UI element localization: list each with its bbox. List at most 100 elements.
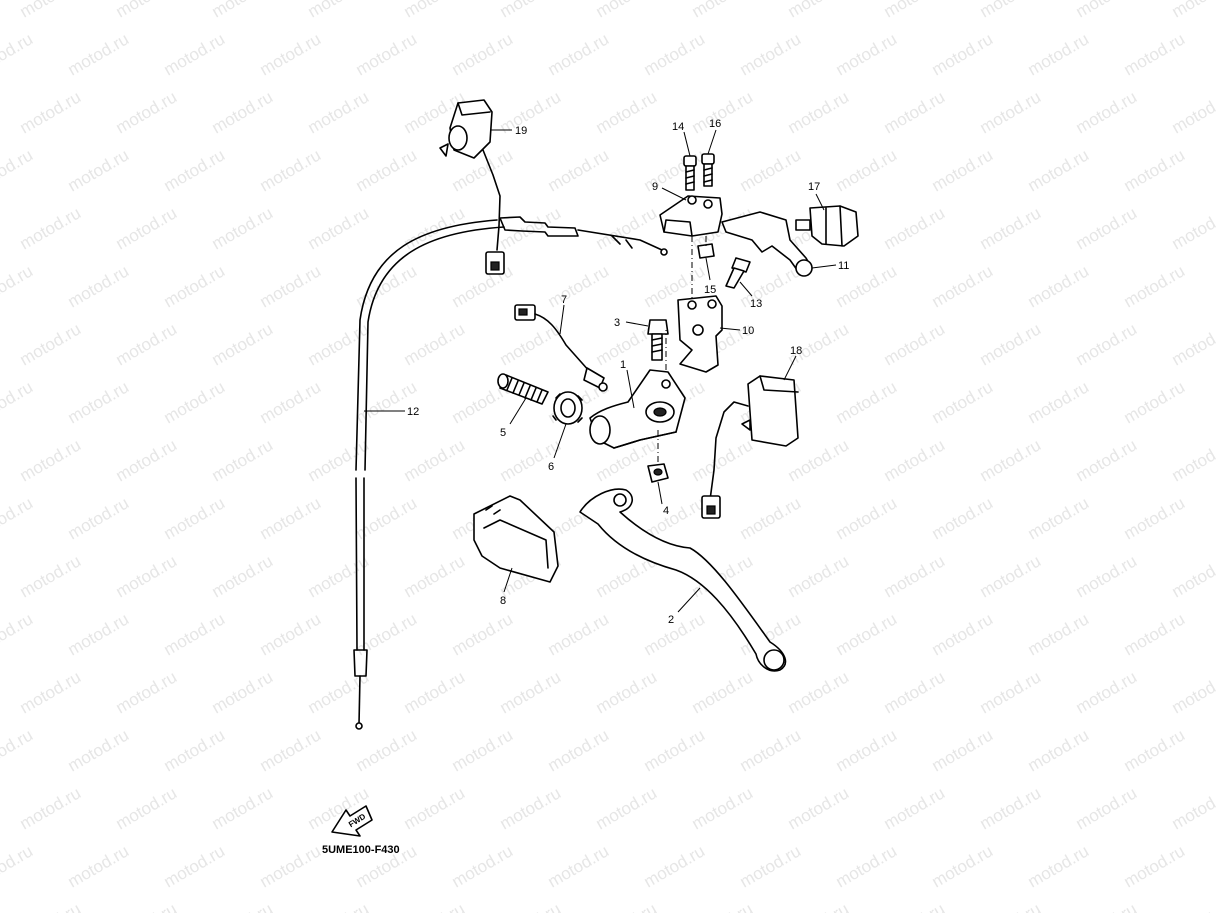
watermark-text: motod.ru: [1025, 609, 1093, 659]
part-2-clutch-lever: [579, 488, 787, 672]
watermark-text: motod.ru: [113, 319, 181, 369]
watermark-text: motod.ru: [881, 319, 949, 369]
watermark-text: motod.ru: [161, 841, 229, 891]
watermark-text: motod.ru: [17, 435, 85, 485]
callout-12: 12: [407, 406, 419, 418]
callout-3: 3: [614, 317, 620, 329]
watermark-text: motod.ru: [833, 29, 901, 79]
watermark-text: motod.ru: [929, 725, 997, 775]
watermark-text: motod.ru: [785, 899, 853, 913]
part-3-bolt: [647, 319, 669, 361]
watermark-text: motod.ru: [17, 87, 85, 137]
watermark-text: motod.ru: [881, 667, 949, 717]
watermark-text: motod.ru: [1073, 551, 1141, 601]
watermark-text: motod.ru: [977, 551, 1045, 601]
watermark-text: motod.ru: [113, 0, 181, 21]
callout-17: 17: [808, 181, 820, 193]
watermark-text: motod.ru: [881, 899, 949, 913]
watermark-text: motod.ru: [305, 551, 373, 601]
watermark-text: motod.ru: [1073, 667, 1141, 717]
watermark-text: motod.ru: [401, 435, 469, 485]
watermark-text: motod.ru: [641, 841, 709, 891]
watermark-text: motod.ru: [401, 783, 469, 833]
watermark-text: motod.ru: [1169, 87, 1217, 137]
watermark-text: motod.ru: [977, 899, 1045, 913]
watermark-text: motod.ru: [785, 667, 853, 717]
watermark-text: motod.ru: [401, 667, 469, 717]
callout-8: 8: [500, 595, 506, 607]
watermark-text: motod.ru: [0, 145, 36, 195]
watermark-text: motod.ru: [209, 899, 277, 913]
watermark-text: motod.ru: [113, 899, 181, 913]
part-16-bolt: [701, 153, 715, 187]
watermark-text: motod.ru: [161, 29, 229, 79]
watermark-text: motod.ru: [1169, 899, 1217, 913]
watermark-text: motod.ru: [209, 87, 277, 137]
watermark-text: motod.ru: [305, 319, 373, 369]
watermark-text: motod.ru: [977, 319, 1045, 369]
watermark-text: motod.ru: [593, 899, 661, 913]
watermark-text: motod.ru: [1025, 377, 1093, 427]
watermark-text: motod.ru: [977, 0, 1045, 21]
watermark-text: motod.ru: [305, 667, 373, 717]
watermark-text: motod.ru: [785, 551, 853, 601]
watermark-text: motod.ru: [449, 609, 517, 659]
callout-13: 13: [750, 298, 762, 310]
watermark-text: motod.ru: [881, 783, 949, 833]
watermark-text: motod.ru: [113, 435, 181, 485]
callout-5: 5: [500, 427, 506, 439]
part-17-holder: [795, 205, 859, 247]
watermark-text: motod.ru: [785, 783, 853, 833]
watermark-text: motod.ru: [689, 783, 757, 833]
watermark-text: motod.ru: [737, 29, 805, 79]
watermark-text: motod.ru: [449, 145, 517, 195]
watermark-text: motod.ru: [65, 377, 133, 427]
watermark-text: motod.ru: [161, 493, 229, 543]
watermark-text: motod.ru: [545, 725, 613, 775]
watermark-text: motod.ru: [593, 0, 661, 21]
watermark-text: motod.ru: [353, 609, 421, 659]
watermark-text: motod.ru: [0, 609, 36, 659]
watermark-text: motod.ru: [1169, 551, 1217, 601]
diagram-code: 5UME100-F430: [322, 844, 400, 856]
watermark-text: motod.ru: [401, 899, 469, 913]
part-13-bolt: [725, 257, 751, 289]
watermark-text: motod.ru: [209, 551, 277, 601]
watermark-text: motod.ru: [401, 0, 469, 21]
watermark-text: motod.ru: [1073, 0, 1141, 21]
part-1-lever-holder: [589, 369, 686, 449]
watermark-text: motod.ru: [65, 145, 133, 195]
watermark-text: motod.ru: [833, 841, 901, 891]
watermark-text: motod.ru: [497, 203, 565, 253]
watermark-text: motod.ru: [353, 377, 421, 427]
watermark-text: motod.ru: [17, 551, 85, 601]
watermark-text: motod.ru: [977, 667, 1045, 717]
callout-9: 9: [652, 181, 658, 193]
watermark-text: motod.ru: [1169, 783, 1217, 833]
watermark-text: motod.ru: [161, 377, 229, 427]
watermark-text: motod.ru: [401, 319, 469, 369]
watermark-text: motod.ru: [1169, 0, 1217, 21]
watermark-text: motod.ru: [689, 435, 757, 485]
watermark-text: motod.ru: [1121, 261, 1189, 311]
watermark-text: motod.ru: [209, 435, 277, 485]
watermark-text: motod.ru: [0, 841, 36, 891]
watermark-text: motod.ru: [737, 145, 805, 195]
watermark-text: motod.ru: [17, 319, 85, 369]
callout-10: 10: [742, 325, 754, 337]
watermark-text: motod.ru: [1025, 493, 1093, 543]
part-19-switch: [439, 99, 505, 275]
watermark-text: motod.ru: [833, 145, 901, 195]
watermark-text: motod.ru: [305, 435, 373, 485]
watermark-text: motod.ru: [305, 203, 373, 253]
part-8-lever-cover: [473, 495, 559, 583]
watermark-text: motod.ru: [881, 0, 949, 21]
watermark-text: motod.ru: [545, 261, 613, 311]
watermark-text: motod.ru: [1073, 783, 1141, 833]
watermark-text: motod.ru: [929, 377, 997, 427]
watermark-text: motod.ru: [17, 0, 85, 21]
watermark-text: motod.ru: [929, 261, 997, 311]
watermark-text: motod.ru: [209, 0, 277, 21]
watermark-text: motod.ru: [881, 551, 949, 601]
callout-6: 6: [548, 461, 554, 473]
